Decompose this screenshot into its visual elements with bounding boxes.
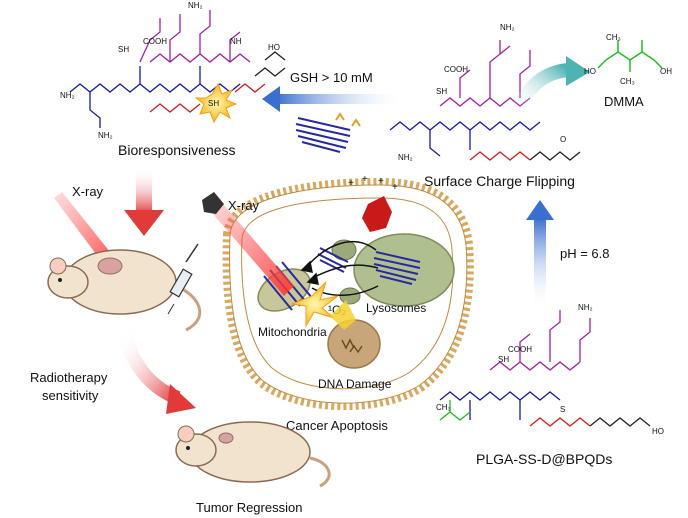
dmma-oh-right: OH	[660, 67, 672, 76]
yellow-ligands	[335, 112, 361, 127]
nh2-label: NH₂	[188, 1, 203, 10]
nanosheet-stack-top	[295, 117, 351, 153]
red-arrow-top	[124, 168, 164, 236]
cancer-apoptosis-label: Cancer Apoptosis	[286, 418, 388, 433]
dmma-oh-left: HO	[584, 67, 596, 76]
sh-cleaved-label: SH	[208, 99, 219, 108]
sh-label: SH	[118, 45, 129, 54]
nucleus	[327, 300, 381, 369]
svg-text:+: +	[392, 182, 398, 193]
gsh-arrow	[262, 86, 402, 112]
cooh-label: COOH	[143, 37, 167, 46]
svg-text:+: +	[362, 174, 368, 185]
radio-label-line1: Radiotherapy	[30, 370, 108, 385]
lysosomes-label: Lysosomes	[366, 301, 426, 315]
dmma-label: DMMA	[604, 94, 644, 109]
nh-label: NH	[230, 37, 242, 46]
nh2-label-4: NH₂	[500, 23, 515, 32]
lysosome	[331, 233, 455, 307]
ph-arrow	[526, 200, 554, 306]
svg-text:+: +	[378, 176, 384, 187]
xray-beam-cell	[202, 192, 294, 296]
xray-left-label: X-ray	[72, 184, 104, 199]
ho-label: HO	[268, 43, 280, 52]
nh2-label-5: NH₂	[398, 153, 413, 162]
xray-cell-label: X-ray	[228, 198, 260, 213]
membrane-channel: + + + +	[348, 174, 398, 232]
s-label: S	[560, 405, 565, 414]
ph-label: pH = 6.8	[560, 246, 610, 261]
nh2-label-3: NH₂	[60, 91, 75, 100]
o-label: O	[560, 135, 566, 144]
nh2-label-6: NH₂	[578, 303, 593, 312]
mouse-treated	[47, 249, 202, 332]
nanoparticle-polymer: NH₂ COOH SH S HO CH₃	[436, 303, 664, 436]
cooh-label-3: COOH	[508, 345, 532, 354]
dna-damage-label: DNA Damage	[318, 377, 392, 391]
red-arrow-bottom	[119, 329, 196, 414]
syringe-icon	[167, 243, 199, 315]
sh-label-2: SH	[436, 87, 447, 96]
dmma-molecule	[597, 40, 663, 72]
dmma-ch3-bottom: CH₃	[620, 77, 635, 86]
dmma-release-arrow	[511, 56, 590, 113]
tumor-regression-label: Tumor Regression	[196, 500, 302, 515]
release-arrows	[300, 240, 379, 296]
nh2-label-2: NH₂	[98, 131, 113, 140]
cleaved-polymer: NH₂ COOH SH NH₂ NH₂ NH HO	[60, 1, 286, 140]
cooh-label-2: COOH	[444, 65, 468, 74]
mouse-regressed	[175, 421, 331, 488]
disulfide-cleavage-flash: SH	[194, 82, 238, 124]
svg-text:+: +	[348, 178, 354, 189]
nanoparticle-label: PLGA-SS-D@BPQDs	[476, 451, 612, 467]
charged-polymer: NH₂ COOH SH NH₂ O	[389, 23, 581, 162]
charge-flipping-label: Surface Charge Flipping	[424, 173, 575, 189]
bioresponsiveness-label: Bioresponsiveness	[118, 142, 236, 158]
dmma-ch3-top: CH₃	[606, 33, 621, 42]
dmma-ch3-label-2: CH₃	[436, 403, 451, 412]
ho-label-2: HO	[652, 427, 664, 436]
mitochondria-label: Mitochondria	[258, 325, 327, 339]
sh-label-3: SH	[498, 355, 509, 364]
xray-beam-mouse	[54, 192, 118, 270]
radio-label-line2: sensitivity	[42, 388, 99, 403]
gsh-label: GSH > 10 mM	[290, 70, 373, 85]
